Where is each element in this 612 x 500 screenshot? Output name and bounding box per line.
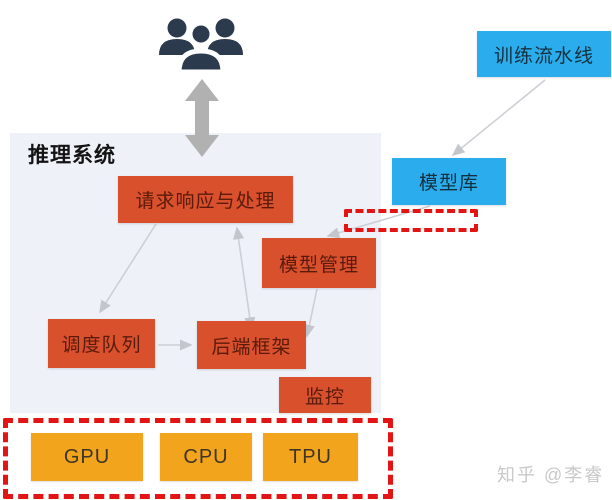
connector-train-to-repo xyxy=(451,79,546,157)
dashed-hardware-box xyxy=(3,418,393,499)
node-training-pipeline[interactable]: 训练流水线 xyxy=(477,31,611,77)
node-cpu[interactable]: CPU xyxy=(160,433,252,481)
users-system-double-arrow-icon xyxy=(185,79,219,157)
node-tpu-label: TPU xyxy=(289,445,332,468)
node-scheduling-queue-label: 调度队列 xyxy=(61,335,142,356)
node-monitoring[interactable]: 监控 xyxy=(279,377,371,413)
users-icon xyxy=(159,18,243,75)
node-model-management-label: 模型管理 xyxy=(278,254,359,276)
node-cpu-label: CPU xyxy=(183,445,229,468)
node-backend-framework[interactable]: 后端框架 xyxy=(197,321,306,369)
node-monitoring-label: 监控 xyxy=(304,386,345,408)
node-request-handling[interactable]: 请求响应与处理 xyxy=(118,176,293,223)
dashed-highlight-box xyxy=(344,209,478,232)
node-model-management[interactable]: 模型管理 xyxy=(262,238,376,288)
node-model-repository-label: 模型库 xyxy=(418,173,479,194)
node-training-pipeline-label: 训练流水线 xyxy=(493,45,594,67)
node-scheduling-queue[interactable]: 调度队列 xyxy=(48,319,155,368)
node-backend-framework-label: 后端框架 xyxy=(211,336,292,358)
node-request-handling-label: 请求响应与处理 xyxy=(135,191,276,212)
node-gpu-label: GPU xyxy=(63,445,111,468)
node-model-repository[interactable]: 模型库 xyxy=(392,158,506,205)
node-gpu[interactable]: GPU xyxy=(31,433,143,481)
node-tpu[interactable]: TPU xyxy=(263,433,358,481)
watermark: 知乎 @李睿 xyxy=(497,465,605,485)
panel-title: 推理系统 xyxy=(28,144,116,167)
